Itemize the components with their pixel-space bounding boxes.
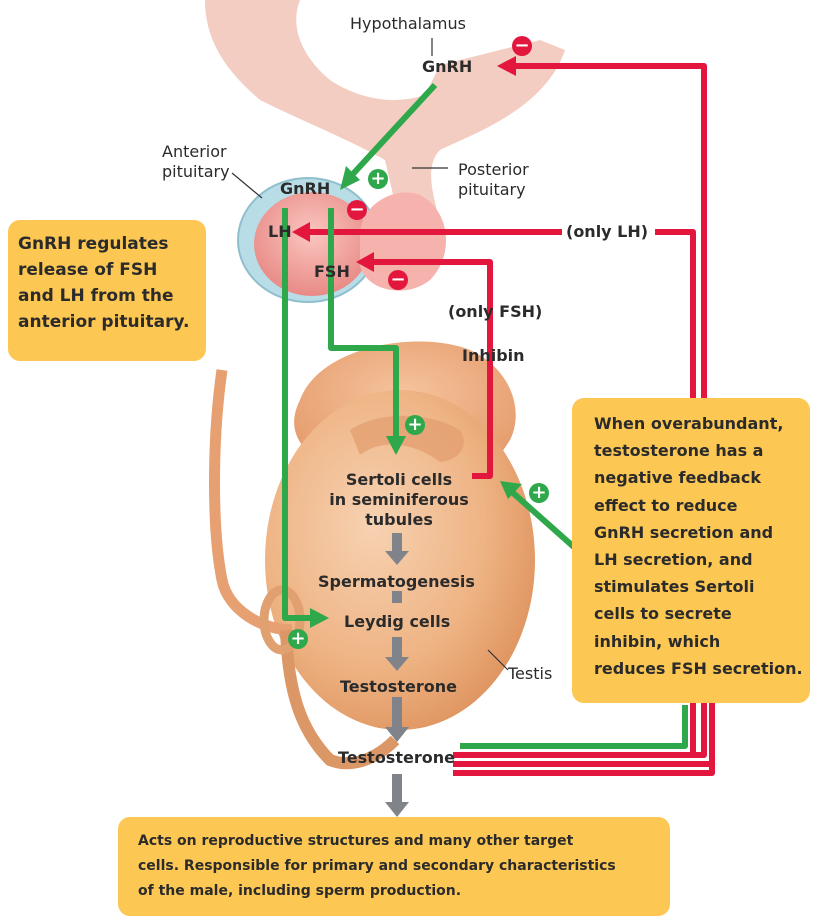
sertoli-line2: in seminiferous — [326, 490, 472, 510]
gnrh-top-label: GnRH — [422, 57, 472, 77]
posterior-pituitary-line2: pituitary — [458, 180, 529, 200]
sertoli-line1: Sertoli cells — [326, 470, 472, 490]
posterior-pituitary-label: Posterior pituitary — [458, 160, 529, 200]
acts-on-line3: of the male, including sperm production. — [138, 879, 660, 904]
anatomy-testis — [215, 342, 536, 764]
positive-sign-inhibin: + — [529, 483, 549, 503]
lh-label: LH — [268, 222, 292, 242]
testis-label: Testis — [508, 664, 552, 684]
only-fsh-label: (only FSH) — [448, 302, 542, 322]
acts-on-line1: Acts on reproductive structures and many… — [138, 829, 660, 854]
gnrh-box-line2: release of FSH — [18, 257, 196, 283]
inhibin-label: Inhibin — [462, 346, 525, 366]
only-lh-label: (only LH) — [566, 222, 648, 242]
feedback-line10: reduces FSH secretion. — [594, 655, 800, 682]
gnrh-box-line3: and LH from the — [18, 283, 196, 309]
gnrh-regulates-box: GnRH regulates release of FSH and LH fro… — [8, 220, 206, 361]
gnrh-box-line1: GnRH regulates — [18, 231, 196, 257]
negative-sign-fsh: − — [388, 270, 408, 290]
anterior-pituitary-line1: Anterior — [162, 142, 230, 162]
sertoli-label: Sertoli cells in seminiferous tubules — [326, 470, 472, 530]
positive-sign-leydig: + — [288, 629, 308, 649]
testosterone-inner-label: Testosterone — [340, 677, 457, 697]
fsh-label: FSH — [314, 262, 350, 282]
negative-sign-gnrh: − — [347, 200, 367, 220]
gnrh-mid-label: GnRH — [280, 179, 330, 199]
feedback-line4: effect to reduce — [594, 492, 800, 519]
feedback-line5: GnRH secretion and — [594, 519, 800, 546]
negative-sign-hypothalamus: − — [512, 36, 532, 56]
spermatogenesis-label: Spermatogenesis — [318, 572, 475, 592]
anterior-pituitary-label: Anterior pituitary — [162, 142, 230, 182]
feedback-line7: stimulates Sertoli — [594, 573, 800, 600]
feedback-line3: negative feedback — [594, 464, 800, 491]
leydig-label: Leydig cells — [344, 612, 450, 632]
anterior-pituitary-line2: pituitary — [162, 162, 230, 182]
positive-sign-sertoli: + — [405, 415, 425, 435]
acts-on-box: Acts on reproductive structures and many… — [118, 817, 670, 916]
testosterone-outer-label: Testosterone — [338, 748, 455, 768]
posterior-pituitary-line1: Posterior — [458, 160, 529, 180]
feedback-box: When overabundant, testosterone has a ne… — [572, 398, 810, 703]
feedback-line9: inhibin, which — [594, 628, 800, 655]
acts-on-line2: cells. Responsible for primary and secon… — [138, 854, 660, 879]
feedback-line1: When overabundant, — [594, 410, 800, 437]
feedback-line6: LH secretion, and — [594, 546, 800, 573]
feedback-line8: cells to secrete — [594, 600, 800, 627]
sertoli-line3: tubules — [326, 510, 472, 530]
gnrh-box-line4: anterior pituitary. — [18, 309, 196, 335]
feedback-line2: testosterone has a — [594, 437, 800, 464]
positive-sign-pituitary: + — [368, 169, 388, 189]
hypothalamus-label: Hypothalamus — [350, 14, 466, 34]
